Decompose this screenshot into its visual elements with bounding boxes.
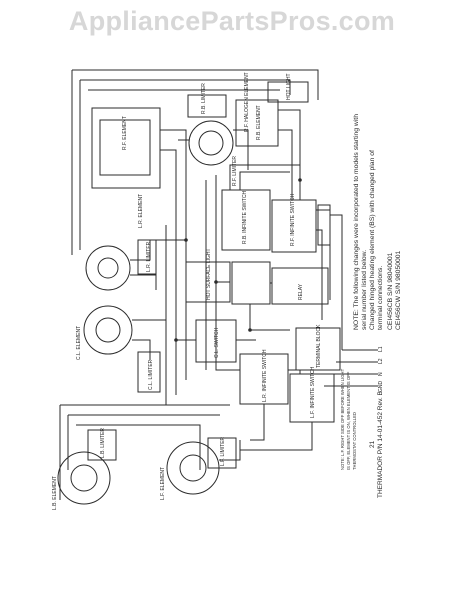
terminal-block-box (295, 327, 341, 371)
rotated-note-line-3: THERMOSTAT CONTROLLED (352, 412, 357, 470)
label-lr-infinite-switch: L.R. INFINITE SWITCH (262, 349, 268, 402)
wire-top-inner (80, 79, 291, 95)
watermark-logo: AppliancePartsPros.com (68, 6, 396, 36)
note-line-4: terminal connections. (377, 266, 384, 330)
wire-inf-2 (215, 360, 240, 371)
lf-element-inner (179, 454, 207, 482)
page-number: 21 (369, 440, 376, 448)
wire-inf-1 (288, 369, 301, 374)
rotated-note-line-1: NOTE: L.F. RIGHT SIDE OFF BEFORE WHEN LI… (340, 368, 345, 470)
relay-box (231, 261, 271, 305)
rotated-note-line-2: IS OFF, ELEMENT IS ON, WHEN ELEMENT IS O… (346, 371, 351, 470)
part-number: THERMADOR P/N 14-01-452 Rev. B (377, 391, 384, 498)
rb-infinite-switch (221, 189, 271, 251)
cl-element-inner (95, 317, 121, 343)
label-lf-infinite-switch: L.F. INFINITE SWITCH (310, 366, 316, 418)
wire-switch-1 (229, 164, 300, 190)
note-line-1: NOTE: The following changes were incorpo… (353, 114, 360, 330)
wire-rf-1 (160, 129, 187, 200)
relay-box-2 (271, 267, 329, 305)
label-lr-element: L.R. ELEMENT (138, 194, 144, 228)
wire-frame-top (72, 69, 319, 100)
rf-element-coil (99, 119, 151, 176)
rb-limiter-box (187, 94, 227, 118)
terminal-strip (317, 204, 331, 246)
rf-halogen-element (188, 120, 234, 166)
wire-relay-2 (249, 304, 290, 331)
junction-dot (214, 280, 218, 284)
label-rf-element: R.F. ELEMENT (122, 116, 128, 150)
label-cl-limiter: C.L. LIMITER (148, 359, 154, 390)
wire-inf-4 (240, 422, 313, 451)
lf-limiter-box (207, 437, 237, 469)
label-lr-limiter: L.R. LIMITER (146, 241, 152, 272)
label-rf-halogen: R.F. HALOGEN ELEMENT (244, 72, 250, 132)
note-line-2: serial number listed below. (361, 250, 368, 330)
wire-lr-2 (130, 274, 157, 290)
label-relay: RELAY (298, 283, 304, 300)
wire-lr-1 (130, 239, 186, 261)
wire-term-right (330, 214, 343, 350)
lb-limiter-box (87, 429, 117, 461)
note-line-3: Changed hinged heating element (BS) with… (369, 150, 376, 330)
rf-halogen-inner (198, 130, 224, 156)
hot-light-box (267, 81, 309, 103)
lb-element (57, 451, 111, 505)
lr-element-inner (97, 257, 119, 279)
label-terminal-block: TERMINAL BLOCK (316, 324, 322, 368)
label-lb-limiter: L.B. LIMITER (100, 428, 106, 458)
label-cl-switch: C.L. SWITCH (214, 327, 220, 358)
junction-dot (248, 328, 252, 332)
rf-infinite-switch (271, 199, 317, 253)
lr-element (85, 245, 131, 291)
wire-cl-2 (132, 339, 151, 360)
label-n: N (378, 372, 384, 376)
rb-element-box (235, 99, 279, 147)
label-cl-element: C.L. ELEMENT (76, 326, 82, 360)
wire-lower-left-5 (76, 424, 201, 470)
cl-element (83, 305, 133, 355)
wire-inf-3 (250, 404, 265, 441)
label-hot-light: HOT LIGHT (286, 73, 292, 100)
wire-halogen-1 (233, 129, 249, 170)
note-model-1: CEI456CB S/N 98040001 (387, 252, 394, 330)
label-l1: L1 (378, 346, 384, 352)
wire-lf-1 (219, 440, 241, 461)
junction-dot (174, 338, 178, 342)
note-model-2: CEI456CW S/N 98050001 (395, 250, 402, 330)
label-rf-infinite-switch: R.F. INFINITE SWITCH (290, 193, 296, 246)
wire-switch-2 (239, 171, 290, 190)
label-rb-infinite-switch: R.B. INFINITE SWITCH (242, 191, 248, 244)
label-l2: L2 (378, 358, 384, 364)
label-rb-limiter: R.B. LIMITER (201, 83, 207, 114)
junction-dot (184, 238, 188, 242)
junction-dot (298, 178, 302, 182)
label-lb-element: L.B. ELEMENT (52, 476, 58, 510)
label-rf-limiter: R.F. LIMITER (232, 156, 238, 186)
wire-switch-4 (316, 229, 323, 320)
wire-rb-2 (278, 129, 293, 200)
label-lf-element: L.F. ELEMENT (160, 467, 166, 500)
lr-limiter-box (137, 239, 157, 275)
wire-rf-2 (160, 149, 177, 210)
label-hot-surface-light: HOT SURFACE LIGHT (206, 248, 212, 300)
label-ground: GND (378, 381, 384, 393)
cl-limiter-box (137, 351, 161, 393)
lb-element-inner (70, 464, 98, 492)
label-rb-element: R.B. ELEMENT (256, 105, 262, 140)
rf-element-box (91, 107, 161, 189)
label-lf-limiter: L.F. LIMITER (220, 436, 226, 466)
wire-rb-1 (278, 109, 301, 180)
